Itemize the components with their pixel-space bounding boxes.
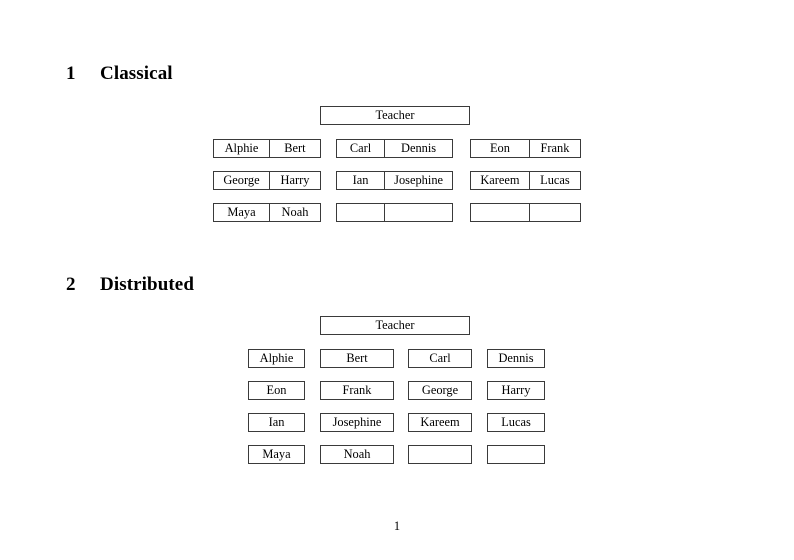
student-box: Ian [248, 413, 305, 432]
student-cell: Lucas [528, 172, 580, 189]
student-cell: Maya [227, 205, 256, 219]
student-cell-empty [337, 204, 384, 221]
student-pair-box: Alphie Bert [213, 139, 321, 158]
student-cell: Dennis [384, 140, 452, 157]
student-box: Eon [248, 381, 305, 400]
student-box: Bert [320, 349, 394, 368]
student-cell: Frank [528, 140, 580, 157]
student-box: Carl [408, 349, 472, 368]
student-cell: Harry [268, 172, 320, 189]
student-pair-box: Ian Josephine [336, 171, 453, 190]
student-box-empty [487, 445, 545, 464]
section-number: 1 [66, 63, 76, 84]
student-box: Harry [487, 381, 545, 400]
student-cell: Noah [268, 204, 320, 221]
student-box: Dennis [487, 349, 545, 368]
section-heading-distributed: 2 Distributed [66, 274, 194, 296]
student-pair-box-empty [470, 203, 581, 222]
student-pair-box-empty [336, 203, 453, 222]
page-number: 1 [393, 519, 401, 533]
student-pair-box: George Harry [213, 171, 321, 190]
student-box-empty [408, 445, 472, 464]
student-pair-box: Eon Frank [470, 139, 581, 158]
student-cell: Kareem [480, 173, 520, 187]
student-pair-box: Maya Noah [213, 203, 321, 222]
section-heading-classical: 1 Classical [66, 63, 173, 85]
student-cell: George [223, 173, 260, 187]
student-pair-box: Kareem Lucas [470, 171, 581, 190]
student-box: Maya [248, 445, 305, 464]
student-box: Alphie [248, 349, 305, 368]
student-cell: Carl [349, 141, 372, 155]
student-cell: Eon [489, 141, 510, 155]
student-box: Lucas [487, 413, 545, 432]
teacher-box-distributed: Teacher [320, 316, 470, 335]
student-box: Josephine [320, 413, 394, 432]
student-cell: Bert [268, 140, 320, 157]
student-cell: Alphie [224, 141, 259, 155]
teacher-box-classical: Teacher [320, 106, 470, 125]
student-box: George [408, 381, 472, 400]
student-cell-empty [384, 204, 452, 221]
student-pair-box: Carl Dennis [336, 139, 453, 158]
section-number: 2 [66, 274, 76, 295]
student-box: Noah [320, 445, 394, 464]
student-cell-empty [528, 204, 580, 221]
student-box: Kareem [408, 413, 472, 432]
section-title: Distributed [100, 274, 194, 295]
section-title: Classical [100, 63, 173, 84]
student-cell: Ian [352, 173, 369, 187]
student-cell: Josephine [384, 172, 452, 189]
student-box: Frank [320, 381, 394, 400]
student-cell-empty [471, 204, 529, 221]
